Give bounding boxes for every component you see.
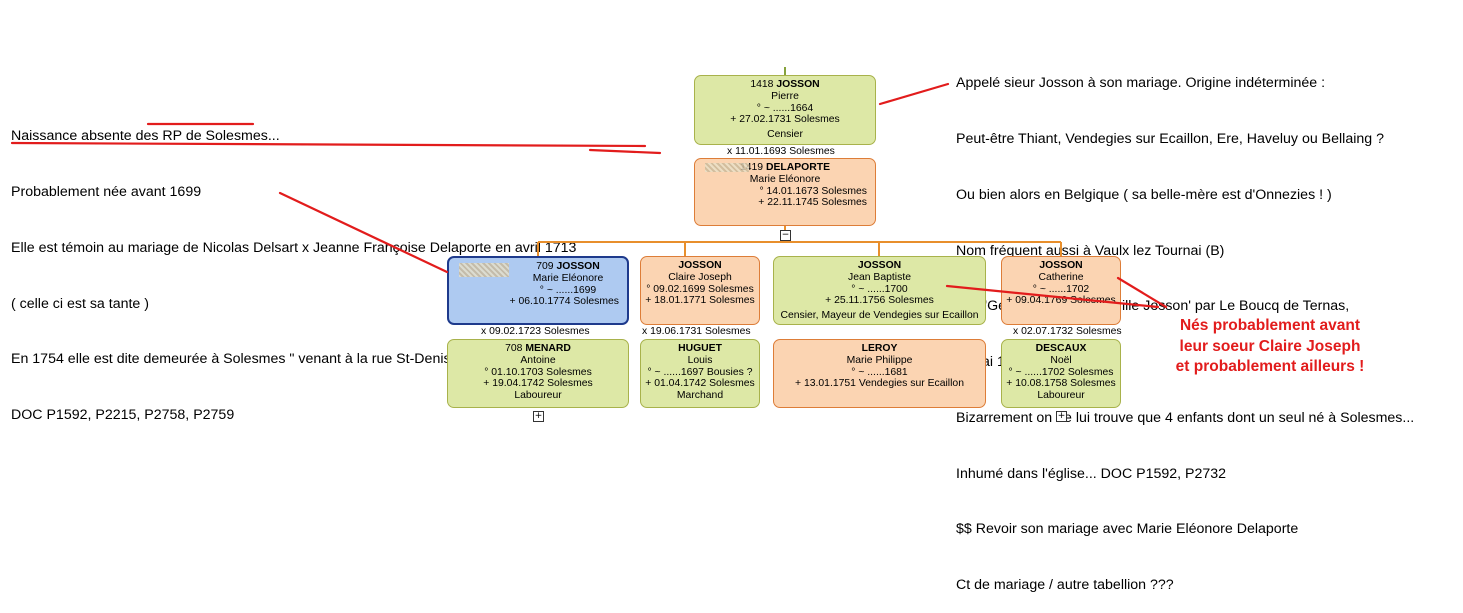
person-firstname: Jean Baptiste <box>848 271 911 283</box>
person-surname: DELAPORTE <box>765 162 831 173</box>
person-death: + 09.04.1769 Solesmes <box>1006 295 1116 307</box>
person-surname: DESCAUX <box>1035 343 1087 354</box>
photo-thumbnail <box>705 163 749 172</box>
person-card-spouse[interactable]: HUGUET Louis ° ~ ......1697 Bousies ? + … <box>640 339 760 408</box>
marriage-label: x 11.01.1693 Solesmes <box>727 146 835 157</box>
person-occupation: Laboureur <box>1037 390 1085 402</box>
person-death: + 10.08.1758 Solesmes <box>1006 378 1116 390</box>
pointer-stroke <box>878 82 950 106</box>
person-firstname: Catherine <box>1038 271 1084 283</box>
right-note-line: Nom fréquent aussi à Vaulx lez Tournai (… <box>956 242 1225 259</box>
marriage-label: x 09.02.1723 Solesmes <box>481 326 590 337</box>
person-card-child[interactable]: JOSSON Claire Joseph ° 09.02.1699 Solesm… <box>640 256 760 325</box>
person-birth: ° ~ ......1699 <box>539 284 597 296</box>
left-note-line: ( celle ci est sa tante ) <box>11 295 149 312</box>
left-note-line: Naissance absente des RP de Solesmes... <box>11 128 280 145</box>
person-birth: ° 01.10.1703 Solesmes <box>484 366 592 378</box>
marriage-label: x 19.06.1731 Solesmes <box>642 326 751 337</box>
left-note-line: Probablement née avant 1699 <box>11 183 202 200</box>
person-birth: ° ~ ......1702 <box>1032 283 1090 295</box>
person-surname: JOSSON <box>1039 260 1083 271</box>
person-number: 708 <box>505 343 523 354</box>
person-card-spouse[interactable]: DESCAUX Noël ° ~ ......1702 Solesmes + 1… <box>1001 339 1121 408</box>
person-death: + 22.11.1745 Solesmes <box>758 197 867 209</box>
left-note-line: En 1754 elle est dite demeurée à Solesme… <box>11 351 460 368</box>
right-note-line: Inhumé dans l'église... DOC P1592, P2732 <box>956 465 1227 482</box>
pointer-stroke <box>945 284 1160 309</box>
person-death: + 01.04.1742 Solesmes <box>645 378 755 390</box>
person-death: + 27.02.1731 Solesmes <box>730 114 840 126</box>
person-surname: MENARD <box>525 343 571 354</box>
red-note-line: leur soeur Claire Joseph <box>1179 337 1361 355</box>
right-note-line: Peut-être Thiant, Vendegies sur Ecaillon… <box>956 130 1384 147</box>
photo-thumbnail <box>459 263 509 277</box>
person-occupation: Censier, Mayeur de Vendegies sur Ecaillo… <box>780 310 979 322</box>
person-birth: ° ~ ......1702 Solesmes <box>1008 366 1114 378</box>
person-occupation: Laboureur <box>514 390 562 402</box>
person-surname: JOSSON <box>678 260 722 271</box>
right-note-line: Ou bien alors en Belgique ( sa belle-mèr… <box>956 186 1332 203</box>
person-card-child[interactable]: JOSSON Catherine ° ~ ......1702 + 09.04.… <box>1001 256 1121 325</box>
left-note-line: Elle est témoin au mariage de Nicolas De… <box>11 239 577 256</box>
expand-icon[interactable]: + <box>1056 411 1067 422</box>
right-note-line: $$ Revoir son mariage avec Marie Eléonor… <box>956 521 1299 538</box>
person-card-child[interactable]: 709 JOSSON Marie Eléonore ° ~ ......1699… <box>447 256 629 325</box>
person-surname: JOSSON <box>556 261 600 272</box>
person-occupation: Censier <box>767 129 803 141</box>
underline-stroke <box>10 141 647 148</box>
person-occupation: Marchand <box>676 390 724 402</box>
person-firstname: Marie Philippe <box>846 354 913 366</box>
person-card-spouse[interactable]: 708 MENARD Antoine ° 01.10.1703 Solesmes… <box>447 339 629 408</box>
person-surname: JOSSON <box>776 79 820 90</box>
person-firstname: Antoine <box>520 354 556 366</box>
person-firstname: Marie Eléonore <box>749 173 821 185</box>
person-death: + 06.10.1774 Solesmes <box>509 296 619 308</box>
person-firstname: Pierre <box>771 90 799 102</box>
collapse-icon[interactable]: − <box>780 230 791 241</box>
person-surname: LEROY <box>861 343 898 354</box>
marriage-label: x 02.07.1732 Solesmes <box>1013 326 1122 337</box>
person-card-father[interactable]: 1418 JOSSON Pierre ° ~ ......1664 + 27.0… <box>694 75 876 145</box>
left-note: Naissance absente des RP de Solesmes... … <box>11 90 576 443</box>
person-death: + 18.01.1771 Solesmes <box>645 295 755 307</box>
person-firstname: Marie Eléonore <box>532 272 604 284</box>
person-death: + 19.04.1742 Solesmes <box>483 378 593 390</box>
person-firstname: Noël <box>1050 354 1072 366</box>
person-surname: JOSSON <box>857 260 902 271</box>
person-birth: ° 14.01.1673 Solesmes <box>759 185 867 197</box>
person-death: + 25.11.1756 Solesmes <box>825 295 934 307</box>
person-number: 1418 <box>750 79 774 90</box>
right-note-line: Appelé sieur Josson à son mariage. Origi… <box>956 75 1326 92</box>
right-note-line: Ct de mariage / autre tabellion ??? <box>956 577 1174 594</box>
person-card-mother[interactable]: 1419 DELAPORTE Marie Eléonore ° 14.01.16… <box>694 158 876 226</box>
person-birth: ° ~ ......1700 <box>851 283 908 295</box>
pointer-stroke <box>278 191 449 274</box>
person-firstname: Claire Joseph <box>668 271 732 283</box>
expand-icon[interactable]: + <box>533 411 544 422</box>
person-number: 1419 <box>739 162 764 173</box>
red-note: Nés probablement avant leur soeur Claire… <box>1140 316 1400 378</box>
person-birth: ° 09.02.1699 Solesmes <box>646 283 754 295</box>
right-note-line: Bizarrement on ne lui trouve que 4 enfan… <box>956 409 1415 426</box>
person-card-spouse[interactable]: LEROY Marie Philippe ° ~ ......1681 + 13… <box>773 339 986 408</box>
person-card-child[interactable]: JOSSON Jean Baptiste ° ~ ......1700 + 25… <box>773 256 986 325</box>
red-note-line: et probablement ailleurs ! <box>1175 358 1365 375</box>
person-birth: ° ~ ......1697 Bousies ? <box>647 366 753 378</box>
person-birth: ° ~ ......1681 <box>851 366 908 378</box>
person-surname: HUGUET <box>678 343 722 354</box>
left-note-line: DOC P1592, P2215, P2758, P2759 <box>11 407 235 424</box>
red-note-line: Nés probablement avant <box>1179 317 1361 334</box>
person-birth: ° ~ ......1664 <box>756 102 814 114</box>
person-firstname: Louis <box>687 354 713 366</box>
pointer-stroke <box>1116 276 1168 309</box>
person-number: 709 <box>536 261 554 272</box>
red-annotation-strokes <box>10 82 1168 309</box>
person-death: + 13.01.1751 Vendegies sur Ecaillon <box>795 378 964 390</box>
underline-stroke <box>588 148 662 155</box>
